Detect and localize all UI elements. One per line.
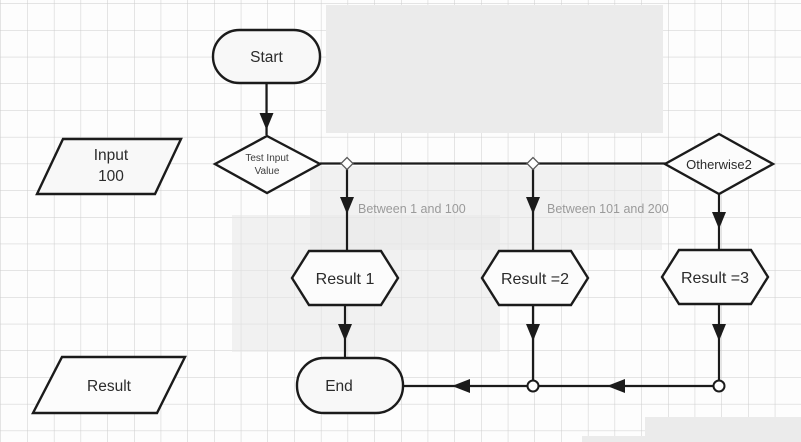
arrowhead-down-icon — [259, 113, 274, 130]
node-input-100[interactable]: Input 100 — [35, 137, 183, 196]
edge-merge-to-end[interactable] — [403, 379, 714, 393]
node-otherwise2[interactable]: Otherwise2 — [662, 132, 776, 196]
connection-point[interactable] — [340, 156, 354, 171]
arrowhead-left-icon — [452, 379, 470, 393]
edge-start-to-decision[interactable] — [259, 83, 274, 135]
node-result3-label: Result =3 — [681, 270, 749, 287]
arrowhead-down-icon — [526, 324, 540, 341]
node-input-label-line2: 100 — [98, 168, 124, 185]
arrowhead-down-icon — [340, 197, 354, 214]
blur-overlay-bottom-right — [645, 417, 801, 442]
edge-branch3[interactable] — [712, 194, 726, 250]
arrowhead-left-icon — [607, 379, 625, 393]
junction-point[interactable] — [526, 379, 540, 393]
node-otherwise2-label: Otherwise2 — [686, 157, 752, 172]
edge-branch2[interactable] — [526, 163, 540, 251]
arrowhead-down-icon — [712, 212, 726, 229]
node-result2-label: Result =2 — [501, 271, 569, 288]
edge-label-branch2: Between 101 and 200 — [547, 202, 669, 216]
connection-point[interactable] — [526, 156, 540, 171]
node-end-label: End — [325, 378, 353, 395]
node-result-output-label: Result — [87, 378, 132, 395]
node-test-input-value[interactable]: Test Input Value — [212, 134, 323, 195]
junction-point[interactable] — [712, 379, 726, 393]
edge-branch1[interactable] — [340, 163, 354, 251]
node-start[interactable]: Start — [211, 28, 322, 85]
node-result1-label: Result 1 — [316, 271, 375, 288]
node-result-3[interactable]: Result =3 — [660, 248, 770, 306]
edge-label-branch1: Between 1 and 100 — [358, 202, 466, 216]
node-input-label-line1: Input — [94, 147, 129, 164]
edge-result1-to-end[interactable] — [338, 305, 352, 358]
node-result-1[interactable]: Result 1 — [290, 249, 400, 307]
node-decision-label-line2: Value — [255, 166, 280, 177]
arrowhead-down-icon — [712, 324, 726, 341]
node-end[interactable]: End — [295, 356, 405, 415]
node-result-output[interactable]: Result — [31, 355, 187, 415]
node-decision-label-line1: Test Input — [245, 153, 289, 164]
arrowhead-down-icon — [526, 197, 540, 214]
blur-overlay-top — [326, 5, 663, 133]
edge-result2-to-merge[interactable] — [526, 305, 540, 381]
blur-overlay-bottom-strip — [582, 436, 652, 442]
arrowhead-down-icon — [338, 324, 352, 341]
edge-result3-to-merge[interactable] — [712, 304, 726, 381]
node-result-2[interactable]: Result =2 — [480, 249, 590, 307]
node-start-label: Start — [250, 49, 283, 66]
